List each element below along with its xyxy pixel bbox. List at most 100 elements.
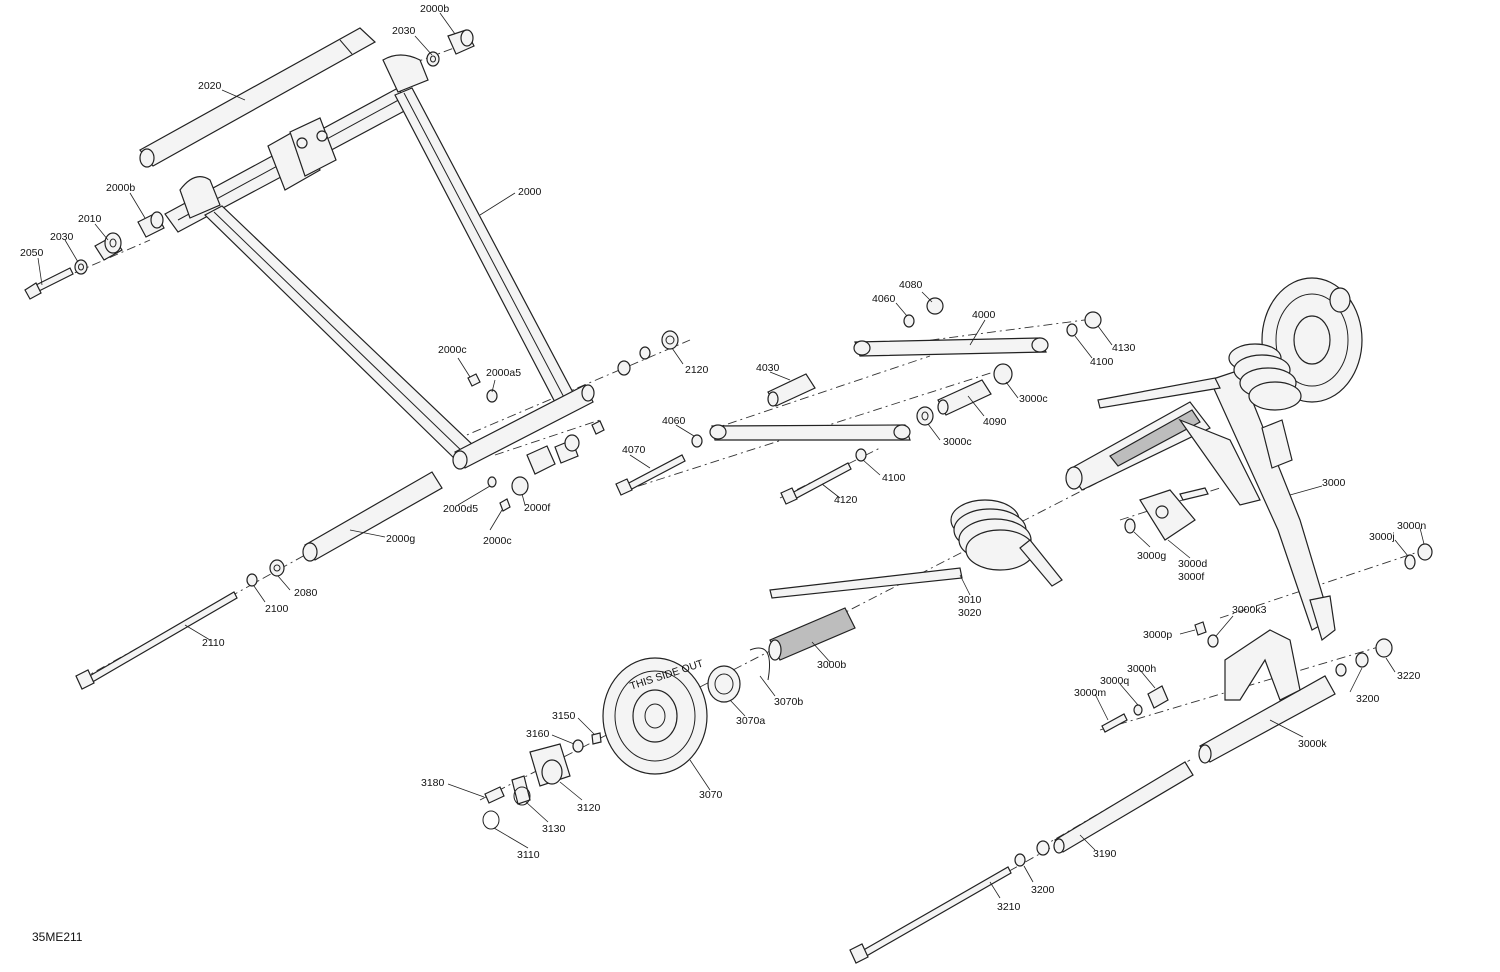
label-2030-top: 2030: [392, 25, 416, 37]
label-2000a5: 2000a5: [486, 367, 521, 379]
label-3000h: 3000h: [1127, 663, 1156, 675]
nut-3000n: [1404, 543, 1433, 570]
label-2000: 2000: [518, 186, 542, 198]
label-3000f: 3000f: [1178, 571, 1204, 583]
bushing-2010: [94, 232, 123, 261]
link-4000-lower: [709, 424, 911, 441]
label-3000: 3000: [1322, 477, 1346, 489]
label-3150: 3150: [552, 710, 576, 722]
label-3200-bottom: 3200: [1031, 884, 1055, 896]
washer-2030-top: [426, 51, 440, 67]
leader-lines: [37, 12, 1425, 899]
hardware-4000: [691, 297, 1102, 462]
label-2100: 2100: [265, 603, 289, 615]
label-4060-top: 4060: [872, 293, 896, 305]
label-3070a: 3070a: [736, 715, 765, 727]
rear-arm-3000: [1065, 369, 1336, 642]
label-2080: 2080: [294, 587, 318, 599]
label-3000b: 3000b: [817, 659, 846, 671]
bolt-3210: [849, 866, 1012, 964]
spring-3010: [769, 499, 1063, 599]
label-4070: 4070: [622, 444, 646, 456]
label-3000n: 3000n: [1397, 520, 1426, 532]
label-3000d: 3000d: [1178, 558, 1207, 570]
label-3220: 3220: [1397, 670, 1421, 682]
sleeve-2000g: [302, 471, 443, 562]
bracket-3000d: [1124, 487, 1209, 541]
part-labels: 2000b 2030 2020 2000b 2000 2010 2030 205…: [20, 3, 1426, 944]
label-3000g: 3000g: [1137, 550, 1166, 562]
label-3200-right: 3200: [1356, 693, 1380, 705]
hardware-2000-lower: [467, 330, 679, 512]
label-2000g: 2000g: [386, 533, 415, 545]
label-4100-top: 4100: [1090, 356, 1114, 368]
label-3000c-mid: 3000c: [943, 436, 972, 448]
label-2010: 2010: [78, 213, 102, 225]
label-2000c-b: 2000c: [483, 535, 512, 547]
label-3190: 3190: [1093, 848, 1117, 860]
coil-rear: [1228, 343, 1302, 411]
label-3120: 3120: [577, 802, 601, 814]
label-4130: 4130: [1112, 342, 1136, 354]
label-2000f: 2000f: [524, 502, 550, 514]
label-2000d5: 2000d5: [443, 503, 478, 515]
label-4060-mid: 4060: [662, 415, 686, 427]
shaft-3190: [1053, 761, 1194, 854]
bushing-2000b-top: [447, 29, 475, 55]
bolt-2110: [75, 591, 238, 690]
label-3210: 3210: [997, 901, 1021, 913]
label-3110: 3110: [517, 849, 540, 861]
link-4000: [853, 337, 1049, 357]
label-3000m: 3000m: [1074, 687, 1106, 699]
label-4100-mid: 4100: [882, 472, 906, 484]
label-4030: 4030: [756, 362, 780, 374]
hardware-3000k: [1101, 621, 1393, 733]
spacer-4090: [916, 363, 1013, 426]
label-3020: 3020: [958, 607, 982, 619]
label-3070b: 3070b: [774, 696, 803, 708]
label-3000p: 3000p: [1143, 629, 1172, 641]
label-2020: 2020: [198, 80, 222, 92]
bushing-2000b-left: [137, 211, 165, 238]
label-3000k: 3000k: [1298, 738, 1327, 750]
washer-2030-left: [74, 259, 88, 275]
diagram-reference-code: 35ME211: [32, 930, 83, 944]
label-3010: 3010: [958, 594, 982, 606]
washers-2080-2100: [246, 559, 285, 587]
clip-3070b: [749, 647, 770, 681]
label-2030-left: 2030: [50, 231, 74, 243]
lower-wheel-3070: THIS SIDE OUT: [602, 657, 708, 775]
label-2000b-top: 2000b: [420, 3, 449, 15]
label-2000c-a: 2000c: [438, 344, 467, 356]
sleeve-3000b: [768, 607, 856, 661]
label-2000b-left: 2000b: [106, 182, 135, 194]
ring-3110: [482, 786, 531, 830]
bolt-4120: [780, 462, 852, 505]
lower-support-3000k: [1198, 629, 1336, 764]
label-2120: 2120: [685, 364, 709, 376]
spacer-4030: [767, 373, 816, 407]
label-4080: 4080: [899, 279, 923, 291]
bolt-2050: [24, 267, 74, 300]
label-3000k3: 3000k3: [1232, 604, 1267, 616]
screw-3180: [484, 786, 505, 804]
shaft-2020: [139, 27, 377, 168]
label-3130: 3130: [542, 823, 566, 835]
label-3070: 3070: [699, 789, 723, 801]
label-2110: 2110: [202, 637, 225, 649]
label-4090: 4090: [983, 416, 1007, 428]
bearing-3070a: [707, 665, 741, 703]
hub-3120: [511, 732, 602, 805]
washers-3200: [1014, 840, 1050, 867]
label-3000j: 3000j: [1369, 531, 1395, 543]
label-3180: 3180: [421, 777, 445, 789]
label-4000: 4000: [972, 309, 996, 321]
label-2050: 2050: [20, 247, 44, 259]
label-3000c-top: 3000c: [1019, 393, 1048, 405]
label-3160: 3160: [526, 728, 550, 740]
bolt-4070: [615, 454, 686, 496]
label-4120: 4120: [834, 494, 858, 506]
label-3000q: 3000q: [1100, 675, 1129, 687]
a-arm-2000: [164, 54, 595, 470]
